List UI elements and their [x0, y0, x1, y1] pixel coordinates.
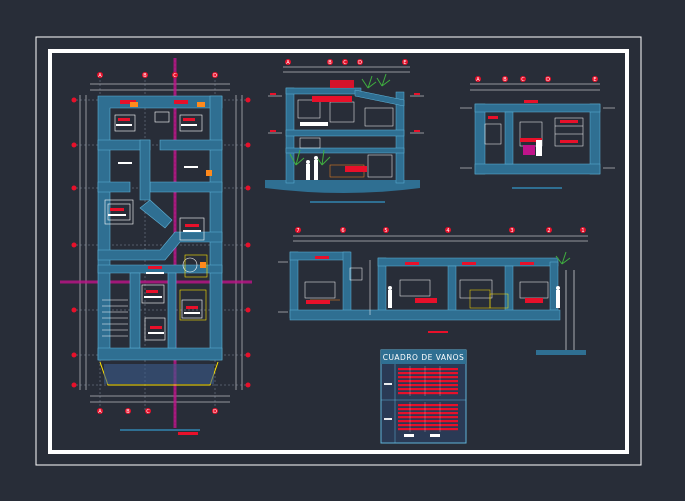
schedule-title: CUADRO DE VANOS — [383, 353, 465, 362]
cross-section: A B C D E — [265, 59, 424, 203]
long-section-grid-label-3: 3 — [510, 228, 513, 234]
plan-orange-marks — [130, 102, 212, 268]
long-section-grid-label-5: 5 — [384, 228, 387, 234]
elevation-grid-label-d: D — [546, 77, 550, 83]
section-plants — [289, 73, 391, 166]
plan-grid-label-c: C — [173, 73, 177, 79]
long-section-grid-label-1: 1 — [581, 228, 584, 234]
elevation-grid-label-a: A — [476, 77, 480, 83]
plan-dimension-lines — [79, 83, 243, 403]
elevation-grid-label-b: B — [503, 77, 507, 83]
section-human-figures — [306, 156, 318, 180]
long-section-grid-bubbles: 7 6 5 4 3 2 1 — [295, 227, 586, 234]
plan-grid-bubbles-bottom: A B C D — [97, 408, 218, 415]
sheet-frame — [48, 49, 629, 454]
section-grid-label-a: A — [286, 60, 290, 66]
longitudinal-section: 7 6 5 4 3 2 1 — [278, 227, 588, 355]
outer-border — [35, 36, 642, 466]
plan-grid-label-bottom-d: D — [213, 409, 217, 415]
long-section-grid-label-2: 2 — [547, 228, 550, 234]
plan-stair — [102, 299, 128, 337]
elevation-grid-label-e: E — [593, 77, 596, 83]
section-grid-label-d: D — [358, 60, 362, 66]
plan-grid-label-a: A — [98, 73, 102, 79]
elevation-grid-label-c: C — [521, 77, 525, 83]
plan-grid-label-b: B — [143, 73, 147, 79]
section-grid-label-c: C — [343, 60, 347, 66]
plan-furniture — [104, 111, 208, 341]
section-grid-bubbles: A B C D E — [285, 59, 408, 66]
plan-grid-label-bottom-c: C — [146, 409, 150, 415]
section-grid-label-b: B — [328, 60, 332, 66]
plan-walls — [97, 95, 223, 361]
plan-grid-label-bottom-a: A — [98, 409, 102, 415]
plan-grid-label-d: D — [213, 73, 217, 79]
long-section-grid-label-7: 7 — [296, 228, 299, 234]
front-elevation: A B C D E — [460, 76, 615, 189]
plan-grid-bubbles-side — [71, 97, 251, 388]
plan-grid-bubbles-top: A B C D — [97, 72, 218, 79]
floor-plan: A B C D A B C D — [60, 58, 252, 435]
plan-title-block — [120, 429, 200, 435]
long-section-grid-label-6: 6 — [341, 228, 344, 234]
section-grid-label-e: E — [403, 60, 406, 66]
elevation-grid-bubbles: A B C D E — [475, 76, 598, 83]
plan-labels-white — [108, 124, 201, 334]
plan-grid-label-bottom-b: B — [126, 409, 130, 415]
openings-schedule: CUADRO DE VANOS — [380, 349, 467, 444]
long-section-grid-label-4: 4 — [446, 228, 449, 234]
plan-labels-red — [110, 100, 199, 329]
